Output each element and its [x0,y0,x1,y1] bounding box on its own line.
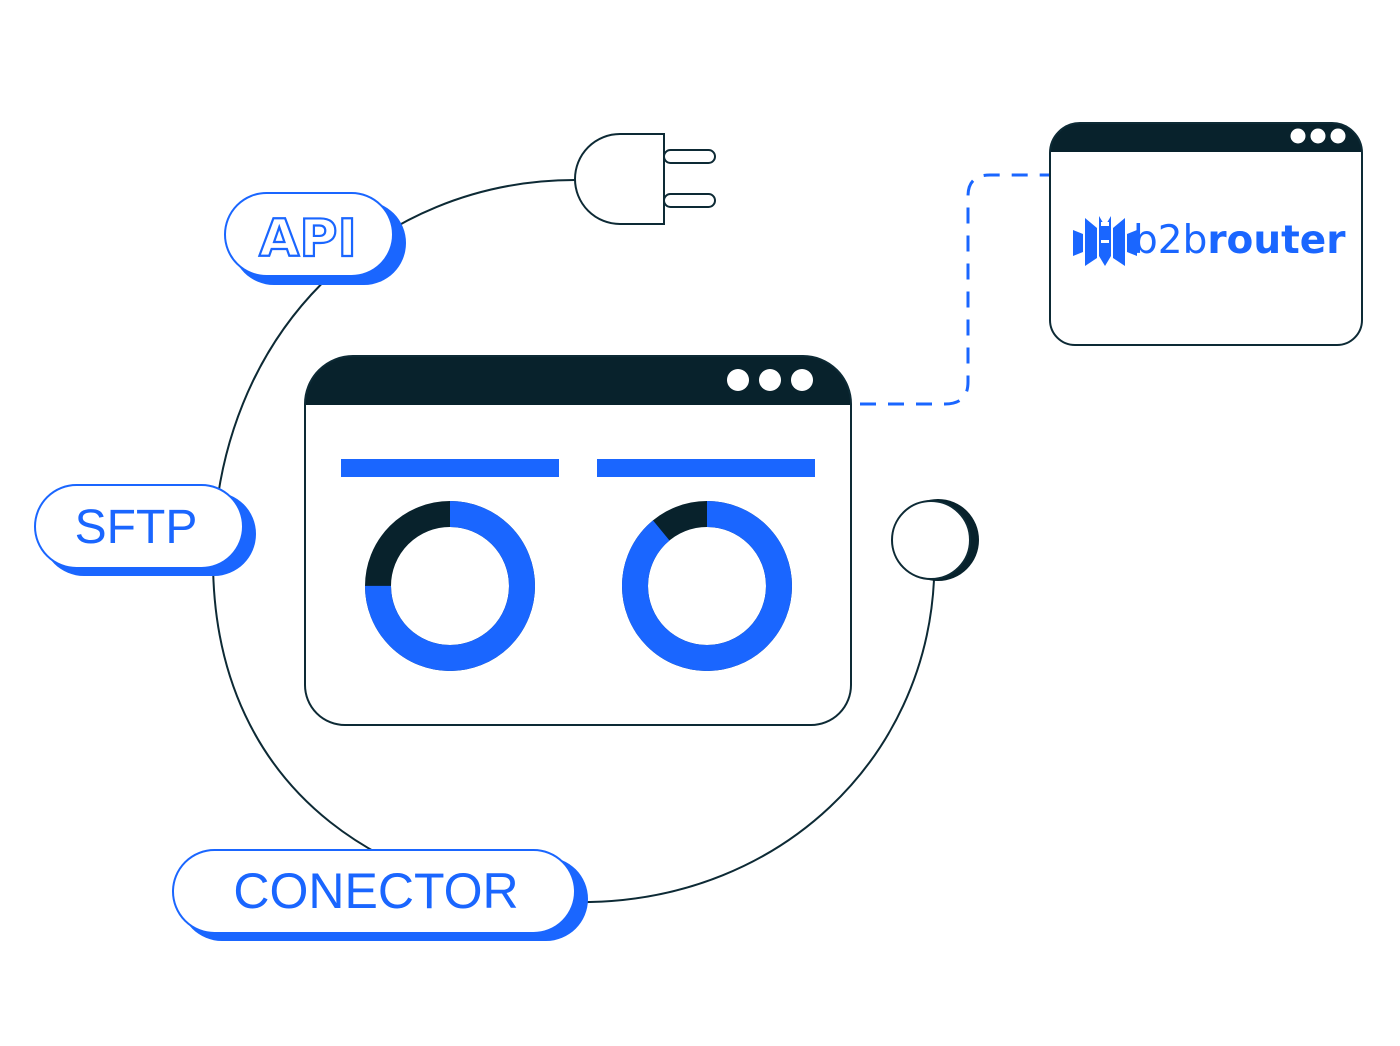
api-pill: API [224,192,406,285]
right-gauge [622,501,792,671]
sftp-label: SFTP [75,501,198,554]
sftp-pill: SFTP [34,484,256,576]
b2brouter-logo-text: b2brouter [1133,218,1346,263]
plug-icon [574,133,716,225]
b2brouter-window: b2brouter [1049,122,1363,346]
dashed-connection [860,173,1050,406]
logo-suffix: router [1207,218,1346,263]
connector-pill: CONECTOR [172,849,588,941]
left-header-bar [341,459,559,477]
b2brouter-window-frame [1049,122,1363,346]
logo-prefix: b2b [1133,218,1207,263]
b2brouter-window-titlebar [1050,122,1362,152]
connector-label: CONECTOR [233,863,518,919]
api-label: API [259,209,357,269]
dashboard-window [304,355,852,726]
dashboard-window-titlebar [305,356,851,405]
b2brouter-logo-icon [1073,216,1137,266]
left-gauge-fill [365,501,535,671]
b2brouter-logo: b2brouter [1073,216,1346,266]
window-dots-icon [1290,128,1346,144]
dashboard-window-frame [304,355,852,726]
window-dots-icon [727,369,813,391]
right-header-bar [597,459,815,477]
left-gauge [365,501,535,671]
circle-node-icon [891,499,979,581]
right-gauge-fill [622,501,792,671]
orbit-line [211,179,935,904]
